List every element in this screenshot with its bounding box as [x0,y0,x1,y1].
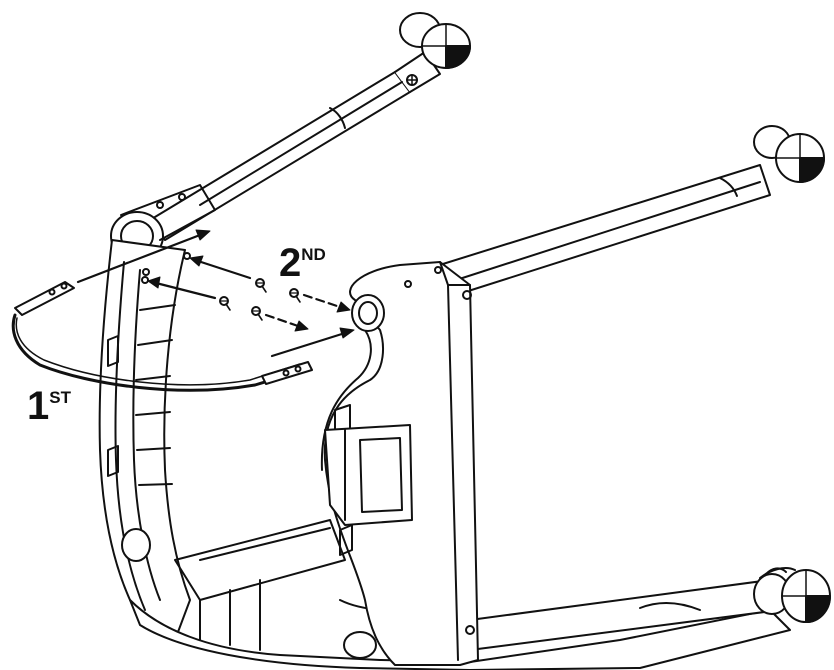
screw-3 [219,296,231,311]
top-right-leg [429,164,771,301]
glide-bottom-right [753,567,831,623]
step-label-second: 2ND [279,243,326,283]
screw-hole-upper [183,252,191,260]
left-frame-panel [98,239,191,641]
step-label-first: 1ST [27,386,71,426]
step-second-number: 2 [279,241,301,285]
glide-top-right [753,125,825,183]
screw-hole-lower [141,276,149,284]
arrow-footrest-to-socket [270,331,347,358]
arrow-footrest-to-left-joint [76,233,202,284]
step-first-number: 1 [27,384,49,428]
screws [141,252,301,321]
arrow-screw-to-lower-hole [154,281,217,300]
footrest-bar [11,281,313,392]
screw-4 [251,306,263,321]
assembly-arrows [76,229,355,358]
arrow-dashed-lower [264,313,300,328]
back-left-leg [149,51,441,241]
clip-bracket [324,424,413,526]
arrow-dashed-upper [302,293,342,309]
step-second-suffix: ND [301,245,326,264]
arrow-screw-to-upper-hole [196,259,252,280]
screw-1 [255,278,267,293]
glide-top [399,12,471,69]
step-first-suffix: ST [49,388,71,407]
screw-2 [289,288,301,303]
